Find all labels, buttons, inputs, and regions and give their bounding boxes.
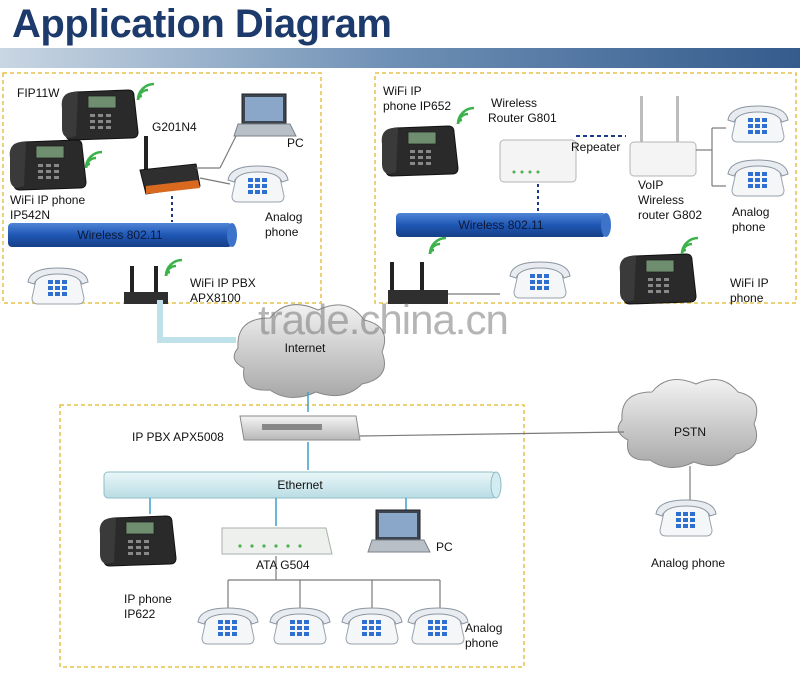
wifi-icon bbox=[456, 106, 476, 126]
label-router-line1: Wireless bbox=[491, 96, 538, 110]
analog-phone-icon bbox=[227, 165, 289, 203]
label-analog-line2: phone bbox=[265, 225, 299, 239]
label-voip-line3: router G802 bbox=[638, 208, 703, 222]
label-wifi-ip-pbx-line1: WiFi IP PBX bbox=[190, 276, 256, 290]
label-fip11w: FIP11W bbox=[17, 86, 60, 100]
fip11w-phone-icon bbox=[61, 89, 139, 141]
label-ata: ATA G504 bbox=[256, 558, 310, 572]
internet-cloud bbox=[233, 304, 386, 398]
region-bottom bbox=[59, 404, 525, 668]
pc-laptop-icon bbox=[233, 93, 297, 137]
router-g801-icon bbox=[499, 139, 577, 183]
label-wifi-phone-line1: WiFi IP phone bbox=[10, 193, 86, 207]
label-analog-line2: phone bbox=[732, 220, 766, 234]
pc-laptop-icon bbox=[367, 509, 431, 553]
wifi-icon bbox=[136, 82, 156, 102]
analog-phone-icon bbox=[407, 607, 469, 645]
label-analog-line1: Analog bbox=[265, 210, 303, 224]
label-ip652-line2: phone IP652 bbox=[383, 99, 452, 113]
analog-phone-icon bbox=[509, 261, 571, 299]
label-pstn-analog-phone: Analog phone bbox=[651, 556, 726, 570]
label-wireless-bar-right: Wireless 802.11 bbox=[458, 218, 544, 232]
label-pc: PC bbox=[436, 540, 453, 554]
g201n4-router-icon bbox=[139, 136, 201, 195]
wifi-icon bbox=[164, 258, 184, 278]
label-wifi-ip-phone-line1: WiFi IP bbox=[730, 276, 769, 290]
pstn-analog-phone-icon bbox=[655, 499, 717, 537]
ip-pbx-apx5008-icon bbox=[239, 415, 361, 441]
label-ip622-line2: IP622 bbox=[124, 607, 156, 621]
wifi-icon bbox=[428, 236, 448, 256]
wireless-bar-right bbox=[396, 213, 611, 237]
ip622-phone-icon bbox=[99, 515, 177, 567]
pstn-cloud bbox=[617, 379, 758, 468]
label-wifi-ip-phone-line2: phone bbox=[730, 291, 764, 305]
page-title: Application Diagram bbox=[12, 2, 392, 46]
label-wireless-bar-left: Wireless 802.11 bbox=[77, 228, 163, 242]
label-wifi-ip-pbx-line2: APX8100 bbox=[190, 291, 241, 305]
label-pc: PC bbox=[287, 136, 304, 150]
label-analog-line1: Analog bbox=[732, 205, 770, 219]
header-band bbox=[0, 48, 800, 68]
label-internet: Internet bbox=[284, 341, 326, 355]
label-voip-line1: VoIP bbox=[638, 178, 664, 192]
wifi-ip-phone-icon bbox=[619, 253, 697, 305]
analog-phone-icon bbox=[197, 607, 259, 645]
wifi-ip-pbx-icon bbox=[124, 266, 168, 304]
router-icon bbox=[388, 262, 448, 304]
ip652-phone-icon bbox=[381, 125, 459, 177]
label-voip-line2: Wireless bbox=[638, 193, 685, 207]
label-wifi-phone-line2: IP542N bbox=[10, 208, 51, 222]
watermark: trade.china.cn bbox=[258, 296, 509, 343]
label-ip652-line1: WiFi IP bbox=[383, 84, 422, 98]
analog-phone-icon bbox=[269, 607, 331, 645]
label-ip-pbx: IP PBX APX5008 bbox=[132, 430, 224, 444]
wifi-icon bbox=[680, 236, 700, 256]
analog-phone-icon bbox=[727, 159, 789, 197]
label-analog-line2: phone bbox=[465, 636, 499, 650]
label-g201n4: G201N4 bbox=[152, 120, 197, 134]
ata-g504-icon bbox=[221, 527, 333, 555]
label-ethernet: Ethernet bbox=[277, 478, 323, 492]
label-ip622-line1: IP phone bbox=[124, 592, 172, 606]
region-top-right bbox=[374, 72, 797, 304]
ethernet-bar bbox=[103, 471, 502, 499]
analog-phone-icon bbox=[341, 607, 403, 645]
analog-phone-icon bbox=[727, 105, 789, 143]
label-repeater: Repeater bbox=[571, 140, 621, 154]
label-analog-line1: Analog bbox=[465, 621, 503, 635]
voip-router-g802-icon bbox=[629, 96, 697, 177]
label-pstn: PSTN bbox=[673, 425, 706, 439]
ip542n-phone-icon bbox=[9, 139, 87, 191]
wireless-bar-left bbox=[8, 223, 237, 247]
label-router-line2: Router G801 bbox=[488, 111, 557, 125]
analog-phone-icon bbox=[27, 267, 89, 305]
wifi-icon bbox=[84, 150, 104, 170]
